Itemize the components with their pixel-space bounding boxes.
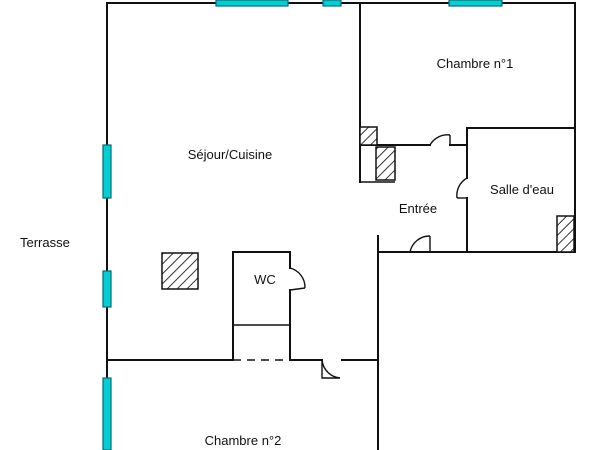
- door-chambre1: [429, 134, 451, 146]
- ducts: [161, 126, 575, 290]
- label-sejour: Séjour/Cuisine: [188, 147, 273, 162]
- window-sejour-top: [215, 0, 289, 7]
- label-salle-eau: Salle d'eau: [490, 182, 554, 197]
- door-entree: [409, 235, 431, 253]
- windows: [102, 0, 503, 450]
- labels: Chambre n°1 Séjour/Cuisine Salle d'eau E…: [20, 56, 554, 448]
- duct-entree: [375, 146, 396, 181]
- door-wc-leaf: [289, 287, 306, 291]
- duct-salle-eau: [556, 215, 575, 253]
- doors: [289, 134, 468, 379]
- label-wc: WC: [254, 272, 276, 287]
- door-wc: [289, 267, 306, 289]
- window-chambre1-top: [448, 0, 503, 7]
- door-chambre2: [321, 359, 341, 379]
- duct-sejour: [161, 252, 199, 290]
- label-terrasse: Terrasse: [20, 235, 70, 250]
- walls: [106, 2, 576, 450]
- window-terrasse-upper: [102, 144, 112, 199]
- label-chambre2: Chambre n°2: [205, 433, 282, 448]
- door-salle-eau: [456, 177, 468, 199]
- label-entree: Entrée: [399, 201, 437, 216]
- label-chambre1: Chambre n°1: [437, 56, 514, 71]
- door-chambre2-leaf: [321, 360, 340, 379]
- duct-chambre1: [359, 126, 378, 146]
- window-sejour-top-small: [322, 0, 342, 7]
- window-chambre2: [102, 377, 112, 450]
- window-terrasse-lower: [102, 270, 112, 308]
